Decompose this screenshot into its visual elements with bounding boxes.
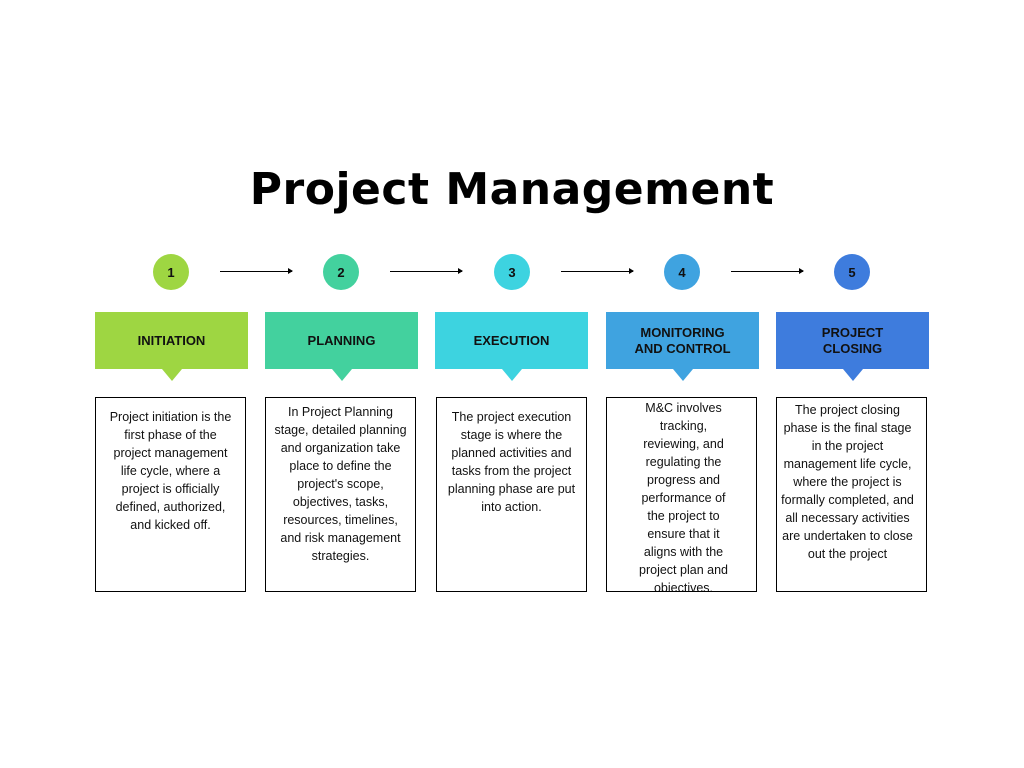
phase-label: EXECUTION — [473, 332, 550, 348]
phase-label: PROJECT CLOSING — [821, 324, 884, 356]
step-number-5: 5 — [834, 254, 870, 290]
pointer-triangle — [331, 369, 352, 381]
description-closing: The project closing phase is the final s… — [776, 397, 927, 592]
step-number-1: 1 — [153, 254, 189, 290]
phase-label: PLANNING — [307, 332, 376, 348]
arrow-2-to-3 — [390, 268, 463, 274]
pointer-triangle — [672, 369, 693, 381]
step-number-3: 3 — [494, 254, 530, 290]
arrow-4-to-5 — [731, 268, 804, 274]
phase-box-execution: EXECUTION — [435, 312, 588, 381]
pointer-triangle — [501, 369, 522, 381]
pointer-triangle — [161, 369, 182, 381]
phase-label: INITIATION — [137, 332, 206, 348]
page-title: Project Management — [249, 164, 775, 215]
arrow-1-to-2 — [220, 268, 293, 274]
phase-box-initiation: INITIATION — [95, 312, 248, 381]
phase-box-closing: PROJECT CLOSING — [776, 312, 929, 381]
phase-label: MONITORING AND CONTROL — [634, 324, 731, 356]
pointer-triangle — [842, 369, 863, 381]
phase-box-planning: PLANNING — [265, 312, 418, 381]
description-planning: In Project Planning stage, detailed plan… — [265, 397, 416, 592]
arrow-3-to-4 — [561, 268, 634, 274]
step-number-2: 2 — [323, 254, 359, 290]
description-initiation: Project initiation is the first phase of… — [95, 397, 246, 592]
phase-box-monitoring: MONITORING AND CONTROL — [606, 312, 759, 381]
description-monitoring: M&C involves tracking, reviewing, and re… — [606, 397, 757, 592]
description-execution: The project execution stage is where the… — [436, 397, 587, 592]
step-number-4: 4 — [664, 254, 700, 290]
